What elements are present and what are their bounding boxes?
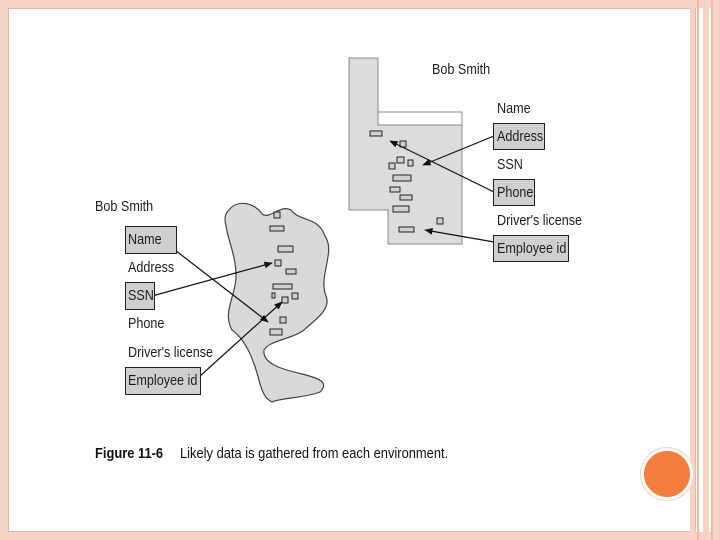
right-decor-stripe <box>703 0 709 540</box>
right-field-ssn: SSN <box>497 156 523 173</box>
mapping-arrows <box>151 135 495 377</box>
left-record-name: Bob Smith <box>95 198 154 215</box>
right-field-employee-id-box <box>493 235 569 262</box>
right-decor-stripe <box>711 0 713 540</box>
left-field-employee-id: Employee id <box>128 372 198 389</box>
right-record-name: Bob Smith <box>432 61 491 78</box>
left-data-fragments <box>269 211 299 336</box>
right-field-name: Name <box>497 100 531 117</box>
right-field-address-box <box>493 123 545 150</box>
right-decor-stripe <box>690 0 695 540</box>
figure-caption-label: Figure 11-6 <box>95 445 164 462</box>
figure-caption-text: Likely data is gathered from each enviro… <box>180 445 449 462</box>
orange-circle-decoration <box>641 448 693 500</box>
right-environment-shape <box>348 57 463 245</box>
left-field-name-box <box>125 226 177 254</box>
left-environment-shape <box>224 202 330 403</box>
left-field-phone: Phone <box>128 315 165 332</box>
left-field-address: Address <box>128 259 175 276</box>
right-field-employee-id: Employee id <box>497 240 567 257</box>
right-field-phone-box <box>493 179 535 206</box>
right-field-drivers-license: Driver's license <box>497 212 583 229</box>
left-field-drivers-license: Driver's license <box>128 344 214 361</box>
right-decor-stripe <box>697 0 699 540</box>
left-field-ssn: SSN <box>128 287 154 304</box>
left-field-ssn-box <box>125 282 155 310</box>
right-data-fragments <box>369 130 444 233</box>
right-field-address: Address <box>497 128 544 145</box>
left-field-name: Name <box>128 231 162 248</box>
right-field-phone: Phone <box>497 184 534 201</box>
left-field-employee-id-box <box>125 367 201 395</box>
